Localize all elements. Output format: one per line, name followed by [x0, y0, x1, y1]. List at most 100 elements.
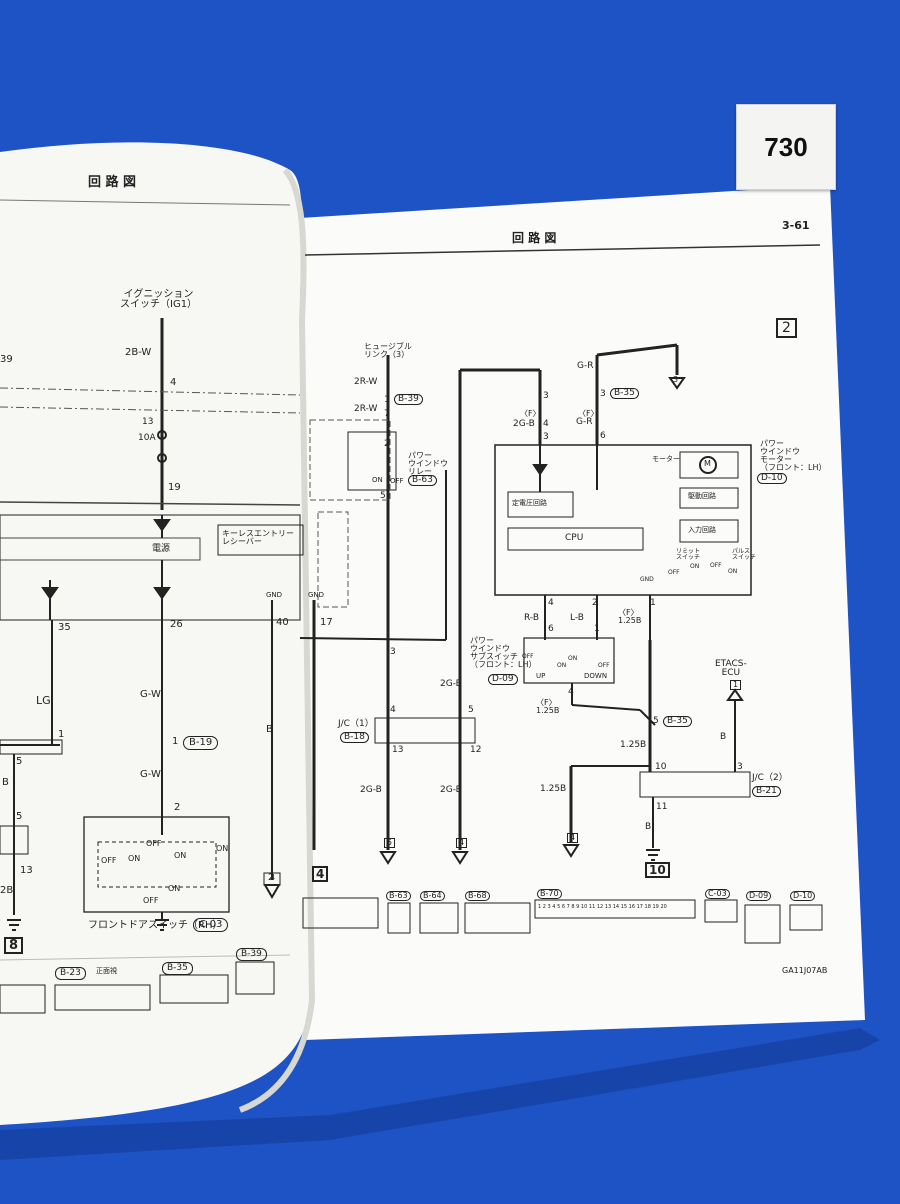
connector-b63-right: B-63	[408, 475, 437, 486]
left-ref-39: 39	[0, 354, 13, 365]
connector-b35-right-2: B-35	[663, 716, 692, 727]
gnd-label-2: GND	[308, 591, 325, 599]
motor-gnd: GND	[640, 576, 654, 583]
wire-2gb-2: 2G-B	[440, 679, 462, 689]
ground-ref-4b: 4	[567, 833, 579, 843]
motor-label: モーター	[652, 455, 680, 463]
connector-b35-right: B-35	[610, 388, 639, 399]
left-header: 回 路 図	[88, 175, 137, 190]
jc1-label: J/C（1）	[338, 719, 374, 729]
connector-b39-left: B-39	[236, 948, 267, 961]
f-label-1: 〈F〉	[520, 409, 541, 418]
wire-lb: L-B	[570, 613, 584, 623]
wire-2rw-2: 2R-W	[354, 404, 378, 414]
wire-2bw: 2B-W	[125, 347, 152, 358]
left-pin-13: 13	[20, 865, 33, 876]
wire-b-left: B	[266, 724, 273, 735]
relay-pin-5: 5	[380, 491, 386, 501]
drive-circuit: 駆動回路	[688, 492, 716, 500]
wire-2rw-1: 2R-W	[354, 377, 378, 387]
door-sw-off-1: OFF	[101, 856, 117, 865]
connector-d10-bottom: D-10	[790, 891, 816, 901]
ground-ref-4d: 4	[270, 873, 276, 882]
motor-pin-2: 2	[592, 598, 598, 608]
left-pin-1a: 1	[58, 729, 65, 740]
etacs-ecu-label: ETACS- ECU	[715, 659, 747, 678]
ground-ref-10: 10	[645, 862, 670, 878]
ground-ref-5: 5	[384, 838, 396, 848]
ground-ref-2: 2	[268, 873, 274, 883]
sub-sw-up: UP	[536, 672, 546, 680]
fuse-rating: 10A	[138, 433, 156, 443]
f-label-2: 〈F〉	[578, 409, 599, 418]
left-pin-26: 26	[170, 619, 183, 630]
ignition-switch-label: イグニッション スイッチ（IG1）	[120, 289, 198, 310]
sub-sw-on-2: ON	[568, 655, 578, 662]
pulse-switch-label: パルス スイッチ	[732, 548, 757, 561]
const-voltage-circuit: 定電圧回路	[512, 499, 547, 507]
right-header: 回 路 図	[512, 231, 557, 245]
motor-pin-4: 4	[548, 598, 554, 608]
jc2-label: J/C（2）	[752, 773, 788, 783]
right-pin-7: 7	[384, 409, 390, 419]
connector-b63-bottom: B-63	[386, 891, 411, 901]
sub-sw-down: DOWN	[584, 672, 608, 680]
right-pin-3d: 3	[390, 647, 396, 657]
page-number-sticker: 730	[736, 104, 836, 190]
connector-c03-bottom: C-03	[705, 889, 730, 899]
connector-d10-right: D-10	[757, 473, 787, 484]
wire-2gb-4: 2G-B	[440, 785, 462, 795]
right-pin-3a: 3	[543, 391, 549, 401]
right-pin-3b: 3	[600, 389, 606, 399]
wire-rb: R-B	[524, 613, 539, 623]
wire-gr: G-R	[577, 361, 594, 371]
left-page	[0, 142, 312, 1125]
door-sw-on-1: ON	[128, 854, 141, 863]
left-pin-5: 5	[16, 756, 23, 767]
connector-b70: B-70	[537, 889, 562, 899]
pulse-sw-on: ON	[728, 568, 738, 575]
keyless-receiver-label: キーレスエントリー レシーバー	[222, 529, 294, 546]
connector-b19: B-19	[183, 736, 219, 750]
left-pin-17: 17	[320, 617, 333, 628]
etacs-ref-1: 1	[730, 680, 742, 690]
connector-b68: B-68	[465, 891, 490, 901]
left-pin-40: 40	[276, 617, 289, 628]
wire-b-left-2: B	[2, 777, 9, 788]
connector-d09-bottom: D-09	[746, 891, 772, 901]
left-pin-19: 19	[168, 482, 181, 493]
wire-gw-1: G-W	[140, 689, 161, 700]
front-door-switch-label: フロントドアスイッチ（RH）	[88, 920, 223, 931]
wire-125b-2: 1.25B	[540, 784, 567, 794]
door-sw-off-2: OFF	[146, 839, 162, 848]
ground-ref-4a: 4	[456, 838, 468, 848]
connector-b35-left: B-35	[162, 962, 193, 975]
door-sw-off-3: OFF	[143, 896, 159, 905]
sub-sw-pin-4: 4	[568, 687, 574, 697]
motor-symbol: M	[704, 459, 711, 468]
connector-d09-right: D-09	[488, 674, 518, 685]
left-pin-35: 35	[58, 622, 71, 633]
door-sw-on-3: ON	[216, 844, 229, 853]
wire-125b: 1.25B	[620, 740, 647, 750]
jc1-pin-4: 4	[390, 705, 396, 715]
limit-sw-on: ON	[690, 563, 700, 570]
motor-pin-1: 1	[650, 598, 656, 608]
wire-2gb-top: 2G-B	[513, 419, 535, 429]
connector-b21: B-21	[752, 786, 781, 797]
relay-off: OFF	[390, 477, 404, 485]
pulse-sw-off: OFF	[710, 562, 722, 569]
pw-motor-label: パワー ウインドウ モーター （フロント：LH）	[760, 439, 827, 472]
connector-b23: B-23	[55, 967, 86, 980]
right-pin-3c: 3	[543, 432, 549, 442]
door-sw-on-4: ON	[168, 884, 181, 893]
right-wiring	[299, 244, 823, 944]
wire-f-125b-2: 〈F〉 1.25B	[536, 698, 560, 715]
power-window-relay-label: パワー ウインドウ リレー	[408, 451, 448, 476]
input-circuit: 入力回路	[688, 526, 716, 534]
door-sw-on-2: ON	[174, 851, 187, 860]
wire-gw-2: G-W	[140, 769, 161, 780]
connector-b39-right: B-39	[394, 394, 423, 405]
wire-b-gnd: B	[645, 822, 652, 832]
